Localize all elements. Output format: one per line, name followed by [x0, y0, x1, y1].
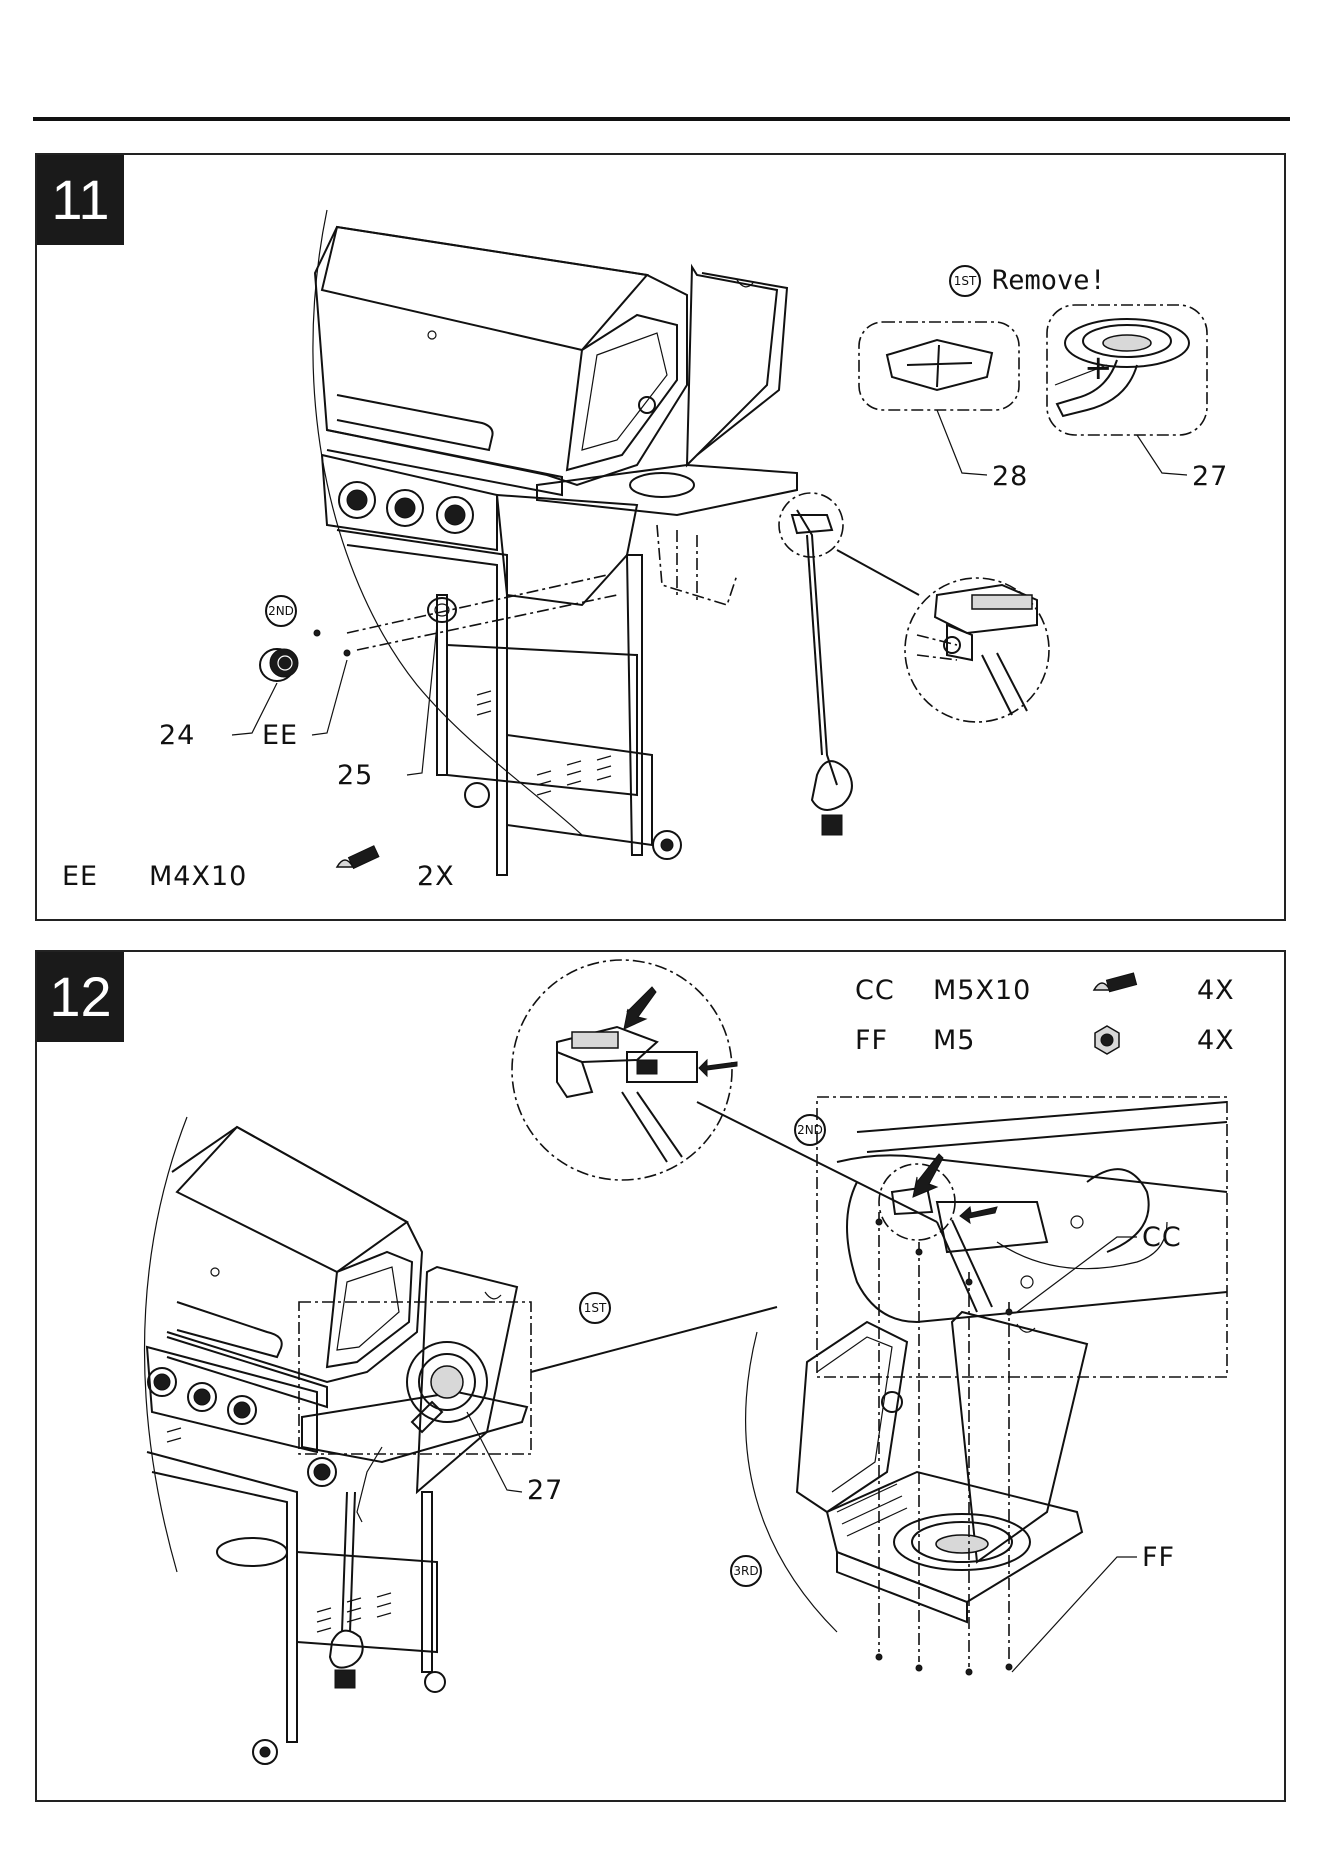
- step-12-panel: 12: [35, 950, 1286, 1802]
- hardware-qty: 4X: [1197, 977, 1235, 1004]
- step-badge-1st: 1ST: [579, 1292, 611, 1324]
- step-badge-2nd: 2ND: [265, 595, 297, 627]
- remove-instruction: Remove!: [992, 267, 1106, 294]
- step-badge-1st: 1ST: [949, 265, 981, 297]
- hardware-code: FF: [855, 1027, 888, 1054]
- screw-icon: [1094, 973, 1137, 992]
- part-label-cc: CC: [1142, 1224, 1182, 1251]
- plus-sign: +: [1084, 351, 1113, 385]
- part-label-24: 24: [159, 722, 195, 749]
- part-label-27: 27: [527, 1477, 563, 1504]
- nut-icon: [1095, 1026, 1119, 1054]
- grill-illustration-step-12: [37, 952, 1284, 1800]
- part-label-27: 27: [1192, 463, 1228, 490]
- step-badge-2nd: 2ND: [794, 1114, 826, 1146]
- hardware-size: M4X10: [149, 863, 247, 890]
- part-label-ee: EE: [262, 722, 298, 749]
- step-11-panel: 11: [35, 153, 1286, 921]
- hardware-size: M5: [933, 1027, 975, 1054]
- hardware-qty: 4X: [1197, 1027, 1235, 1054]
- header-rule: [33, 117, 1290, 121]
- part-label-25: 25: [337, 762, 373, 789]
- step-badge-3rd: 3RD: [730, 1555, 762, 1587]
- screw-icon: [337, 846, 379, 869]
- hardware-code: EE: [62, 863, 98, 890]
- hardware-code: CC: [855, 977, 895, 1004]
- hardware-qty: 2X: [417, 863, 455, 890]
- part-label-28: 28: [992, 463, 1028, 490]
- hardware-size: M5X10: [933, 977, 1031, 1004]
- part-label-ff: FF: [1142, 1544, 1175, 1571]
